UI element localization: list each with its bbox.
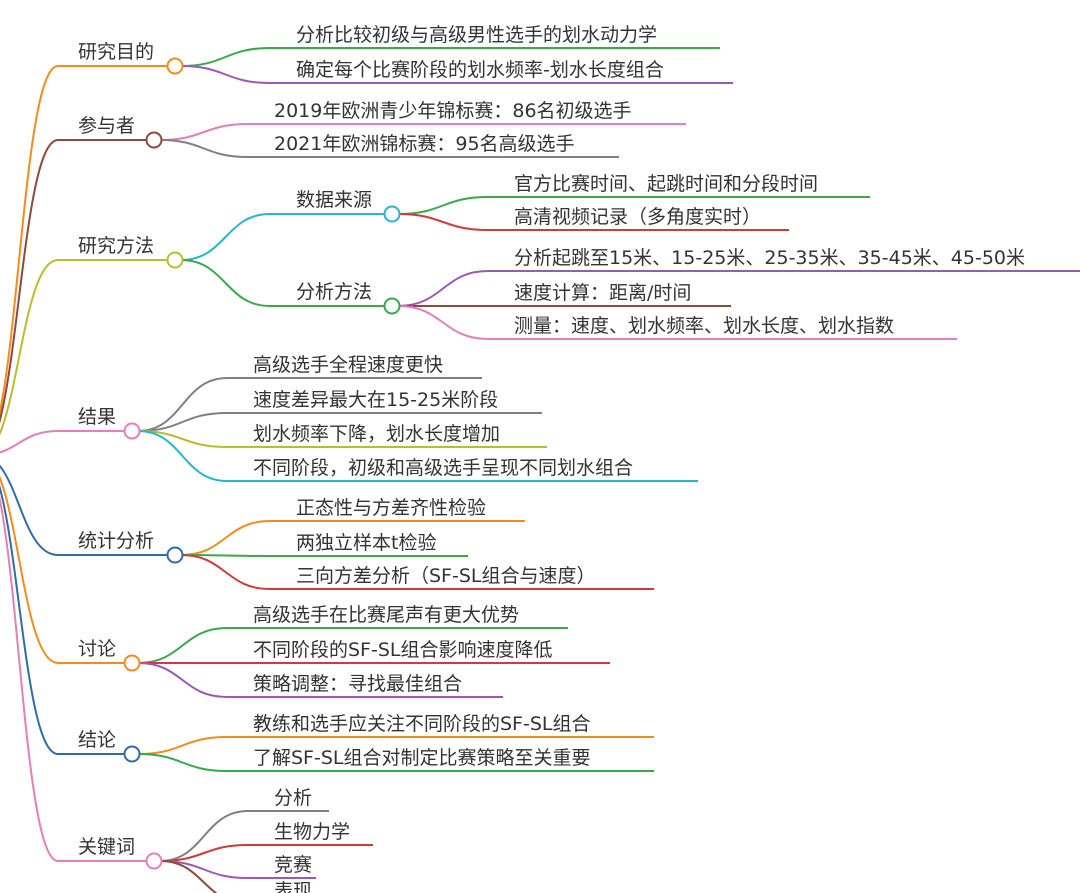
branch-4-leaf-3-label: 划水频率下降，划水长度增加 [253, 423, 500, 445]
branch-3-sub-1-node-circle[interactable] [383, 205, 401, 223]
branch-8-leaf-3-label: 竞赛 [274, 854, 312, 876]
branch-5-leaf-3-label: 三向方差分析（SF-SL组合与速度） [296, 565, 596, 587]
branch-4-leaf-2-label: 速度差异最大在15-25米阶段 [253, 389, 498, 411]
branch-5-leaf-1-connector [180, 520, 271, 556]
branch-3-sub-2-leaf-3-connector [397, 305, 489, 340]
branch-6-leaf-2-label: 不同阶段的SF-SL组合影响速度降低 [253, 639, 553, 661]
branch-5-leaf-1-label: 正态性与方差齐性检验 [296, 497, 486, 519]
branch-7-node-circle[interactable] [123, 745, 141, 763]
branch-7-label: 结论 [78, 729, 116, 751]
branch-3-sub-2-label: 分析方法 [296, 281, 372, 303]
branch-4-leaf-1-label: 高级选手全程速度更快 [253, 354, 443, 376]
branch-6-leaf-3-label: 策略调整：寻找最佳组合 [253, 673, 462, 695]
branch-1-leaf-1-label: 分析比较初级与高级男性选手的划水动力学 [296, 24, 657, 46]
branch-8-leaf-4-connector [159, 860, 218, 893]
branch-4-node-circle[interactable] [123, 422, 141, 440]
branch-8-leaf-2-connector [159, 844, 249, 862]
branch-3-sub-2-node-circle[interactable] [383, 297, 401, 315]
branch-2-trunk [0, 139, 59, 424]
branch-7-leaf-2-label: 了解SF-SL组合对制定比赛策略至关重要 [253, 747, 591, 769]
branch-1-leaf-2-label: 确定每个比赛阶段的划水频率-划水长度组合 [296, 59, 664, 81]
branch-8-leaf-1-label: 分析 [274, 787, 312, 809]
branch-5-leaf-3-connector [180, 554, 271, 590]
branch-4-leaf-1-connector [137, 377, 228, 432]
branch-2-label: 参与者 [78, 115, 135, 137]
branch-1-leaf-1-connector [180, 47, 271, 67]
connector-layer [0, 47, 1080, 893]
branch-7-leaf-1-connector [137, 736, 228, 755]
branch-6-node-circle[interactable] [123, 654, 141, 672]
branch-1-label: 研究目的 [78, 41, 154, 63]
branch-4-leaf-4-connector [137, 430, 228, 482]
branch-1-trunk [0, 65, 59, 416]
branch-5-label: 统计分析 [78, 530, 154, 552]
branch-8-leaf-3-connector [159, 860, 249, 879]
branch-8-node-circle[interactable] [145, 852, 163, 870]
branch-3-sub-1-connector [180, 213, 271, 261]
branch-1-leaf-2-connector [180, 65, 271, 84]
branch-6-label: 讨论 [78, 638, 116, 660]
branch-8-label: 关键词 [78, 836, 135, 858]
branch-3-sub-2-leaf-3-label: 测量：速度、划水频率、划水长度、划水指数 [514, 315, 894, 337]
branch-4-label: 结果 [78, 406, 116, 428]
branch-4-leaf-2-connector [137, 412, 228, 432]
branch-3-trunk [0, 259, 59, 436]
branch-8-leaf-1-connector [159, 810, 249, 862]
branch-3-label: 研究方法 [78, 235, 154, 257]
branch-3-sub-2-connector [180, 259, 271, 307]
branch-4-leaf-4-label: 不同阶段，初级和高级选手呈现不同划水组合 [253, 457, 633, 479]
branch-2-leaf-1-label: 2019年欧洲青少年锦标赛：86名初级选手 [274, 100, 632, 122]
branch-3-sub-1-leaf-2-label: 高清视频记录（多角度实时） [514, 206, 761, 228]
branch-6-leaf-3-connector [137, 662, 228, 698]
branch-7-leaf-2-connector [137, 753, 228, 772]
branch-5-trunk [0, 464, 59, 556]
branch-4-trunk [0, 430, 59, 454]
branch-1-node-circle[interactable] [166, 57, 184, 75]
branch-8-leaf-4-label: 表现 [274, 880, 312, 893]
branch-3-sub-2-leaf-1-connector [397, 270, 489, 307]
branch-3-sub-1-leaf-1-connector [397, 196, 489, 215]
branch-7-trunk [0, 484, 59, 755]
branch-3-sub-2-leaf-1-label: 分析起跳至15米、15-25米、25-35米、35-45米、45-50米 [514, 247, 1025, 269]
branch-5-node-circle[interactable] [166, 546, 184, 564]
node-layer: 研究目的 分析比较初级与高级男性选手的划水动力学确定每个比赛阶段的划水频率-划水长… [78, 24, 1025, 893]
branch-8-leaf-2-label: 生物力学 [274, 821, 350, 843]
branch-3-node-circle[interactable] [166, 251, 184, 269]
branch-3-sub-1-leaf-1-label: 官方比赛时间、起跳时间和分段时间 [514, 173, 818, 195]
branch-6-leaf-1-label: 高级选手在比赛尾声有更大优势 [253, 604, 519, 626]
branch-3-sub-2-leaf-2-label: 速度计算：距离/时间 [514, 282, 691, 304]
branch-2-leaf-2-label: 2021年欧洲锦标赛：95名高级选手 [274, 133, 575, 155]
branch-2-node-circle[interactable] [145, 131, 163, 149]
branch-6-leaf-1-connector [137, 627, 228, 664]
branch-2-leaf-1-connector [159, 123, 249, 141]
branch-5-leaf-2-label: 两独立样本t检验 [296, 532, 436, 554]
branch-2-leaf-2-connector [159, 139, 249, 158]
branch-3-sub-1-leaf-2-connector [397, 213, 489, 231]
branch-8-trunk [0, 495, 59, 862]
branch-3-sub-1-label: 数据来源 [296, 189, 372, 211]
branch-6-trunk [0, 476, 59, 664]
branch-7-leaf-1-label: 教练和选手应关注不同阶段的SF-SL组合 [253, 713, 591, 735]
